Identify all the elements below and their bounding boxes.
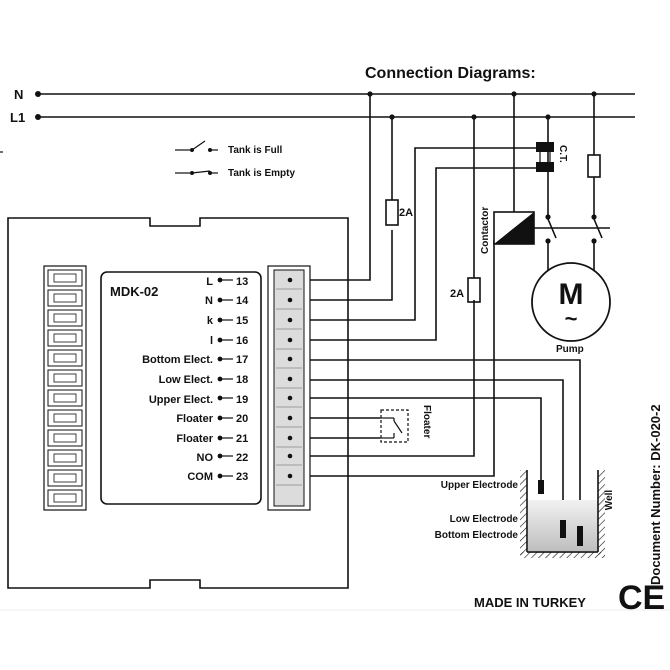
- pin-number: 13: [236, 276, 248, 288]
- pin-label: Upper Elect.: [149, 394, 213, 406]
- contactor: Contactor: [480, 91, 610, 275]
- fuse-1-label: 2A: [399, 207, 413, 219]
- wiring: 2A 2A: [310, 91, 581, 545]
- fuse-1: [385, 199, 399, 226]
- switch-legend: Tank is Full Tank is Empty: [175, 140, 295, 179]
- well-label: Well: [604, 490, 615, 511]
- terminal-screw: [287, 473, 293, 479]
- pin-number: 15: [236, 315, 248, 327]
- pin-label: Low Elect.: [159, 374, 213, 386]
- pin-label: Floater: [176, 413, 213, 425]
- pin-number: 16: [236, 335, 248, 347]
- left-terminal-slot: [47, 429, 83, 447]
- pin-number: 18: [236, 374, 248, 386]
- fuse-2-label: 2A: [450, 288, 464, 300]
- terminal-screw: [287, 277, 293, 283]
- pin-label: Bottom Elect.: [142, 354, 213, 366]
- well: Well Upper Electrode Low Electrode Botto…: [435, 470, 615, 558]
- pin-number: 21: [236, 433, 248, 445]
- contactor-label: Contactor: [480, 207, 491, 254]
- terminal-screw: [287, 415, 293, 421]
- left-terminal-slot-inner: [53, 293, 77, 303]
- device-housing: MDK-02 L N k l Bottom Elect. Low Elect. …: [7, 217, 349, 589]
- pin-number: 22: [236, 452, 248, 464]
- legend-empty-label: Tank is Empty: [228, 168, 295, 179]
- left-terminal-slot: [47, 349, 83, 367]
- left-terminal-slot-inner: [53, 373, 77, 383]
- left-terminal-block: [43, 265, 87, 511]
- terminal-screw: [287, 337, 293, 343]
- pin-label: l: [210, 335, 213, 347]
- document-number: Document Number: DK-020-2: [648, 404, 663, 585]
- pin-number: 23: [236, 471, 248, 483]
- fuse-2: [467, 277, 481, 303]
- motor-fuse: [587, 154, 601, 178]
- ct-label: C.T.: [557, 145, 568, 163]
- pin-list: L N k l Bottom Elect. Low Elect. Upper E…: [142, 276, 249, 483]
- pin-number: 19: [236, 394, 248, 406]
- pin-label: k: [207, 315, 214, 327]
- pin-label: COM: [187, 471, 213, 483]
- line-l1-label: L1: [10, 110, 25, 125]
- pin-number: 17: [236, 354, 248, 366]
- device-model: MDK-02: [110, 284, 158, 299]
- pin-label: NO: [197, 452, 214, 464]
- motor-tilde: ~: [565, 306, 578, 331]
- low-electrode-label: Low Electrode: [450, 514, 519, 525]
- left-terminal-slot-inner: [53, 333, 77, 343]
- terminal-screw: [287, 356, 293, 362]
- label-panel: [100, 271, 262, 505]
- terminal-screw: [287, 317, 293, 323]
- legend-full-label: Tank is Full: [228, 145, 282, 156]
- floater-switch: Floater: [380, 405, 432, 443]
- terminal-screw: [287, 376, 293, 382]
- bottom-electrode-label: Bottom Electrode: [435, 530, 519, 541]
- pin-number: 14: [236, 295, 249, 307]
- pump-label: Pump: [556, 344, 584, 355]
- left-terminal-slot: [47, 369, 83, 387]
- left-terminal-slot-inner: [53, 313, 77, 323]
- line-n-label: N: [14, 87, 23, 102]
- floater-label: Floater: [421, 405, 432, 438]
- pin-label: Floater: [176, 433, 213, 445]
- diagram-title: Connection Diagrams:: [365, 65, 536, 82]
- right-terminal-block: [267, 265, 311, 511]
- left-terminal-slot: [47, 469, 83, 487]
- ce-mark: CE: [618, 579, 665, 617]
- pin-number: 20: [236, 413, 248, 425]
- left-terminal-slot: [47, 389, 83, 407]
- left-terminal-slot: [47, 269, 83, 287]
- upper-electrode-label: Upper Electrode: [441, 480, 519, 491]
- left-terminal-slot-inner: [53, 413, 77, 423]
- left-terminal-slot: [47, 409, 83, 427]
- left-terminal-slot-inner: [53, 273, 77, 283]
- pin-label: L: [206, 276, 213, 288]
- left-terminal-slot-inner: [53, 433, 77, 443]
- left-terminal-slot-inner: [53, 393, 77, 403]
- left-terminal-slot: [47, 449, 83, 467]
- left-terminal-slot: [47, 489, 83, 507]
- left-terminal-slot-inner: [53, 353, 77, 363]
- current-transformer: C.T.: [536, 142, 568, 172]
- left-terminal-slot-inner: [53, 473, 77, 483]
- terminal-screw: [287, 453, 293, 459]
- pump-motor: M ~ Pump: [531, 262, 611, 355]
- supply-lines: N L1: [10, 87, 635, 125]
- terminal-screw: [287, 297, 293, 303]
- left-terminal-slot-inner: [53, 453, 77, 463]
- motor-letter: M: [559, 278, 584, 311]
- pin-label: N: [205, 295, 213, 307]
- left-terminal-slot: [47, 309, 83, 327]
- left-terminal-slot: [47, 289, 83, 307]
- made-in-label: MADE IN TURKEY: [474, 595, 586, 610]
- terminal-screw: [287, 435, 293, 441]
- terminal-screw: [287, 395, 293, 401]
- left-terminal-slot-inner: [53, 493, 77, 503]
- left-terminal-slot: [47, 329, 83, 347]
